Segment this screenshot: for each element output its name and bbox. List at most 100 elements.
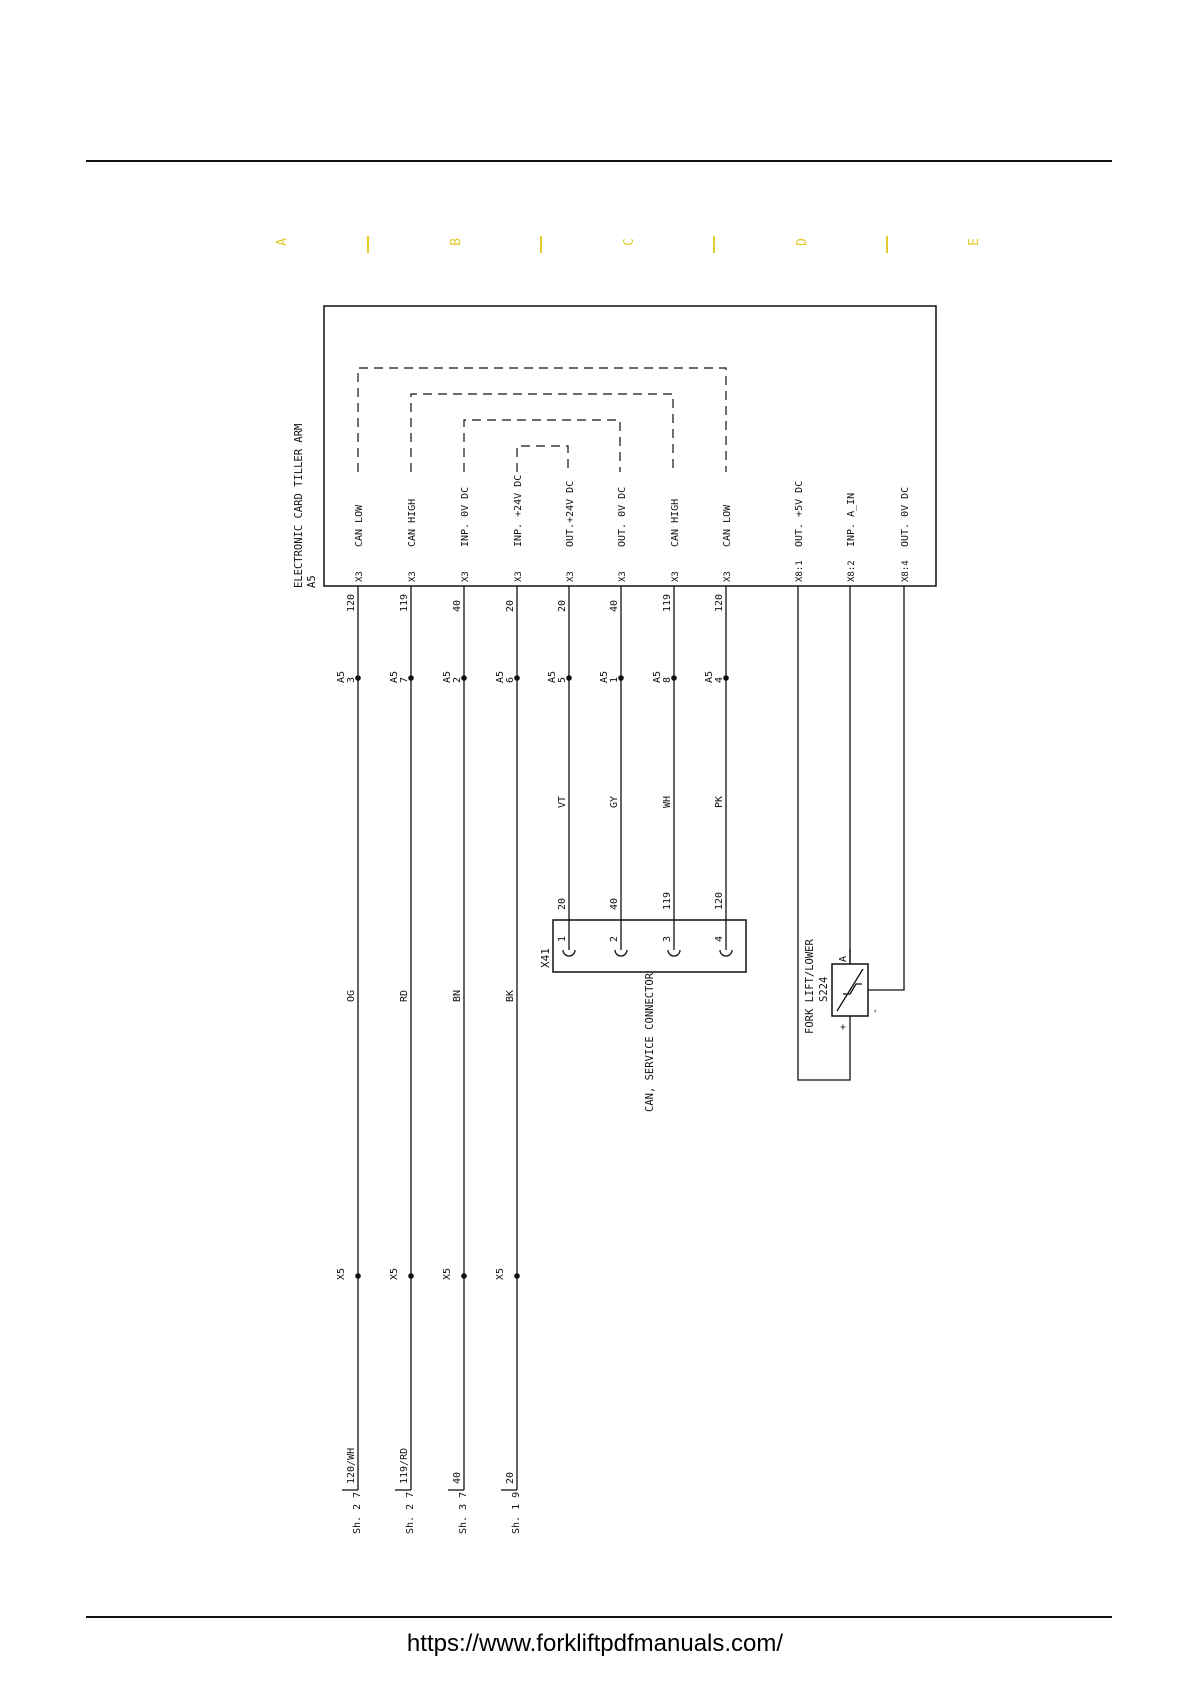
wire-number-top: 120 (346, 594, 357, 612)
pin-function-label: OUT.+24V DC (565, 481, 576, 547)
wire-color-left: BK (505, 990, 516, 1002)
service-connector: X41 CAN, SERVICE CONNECTOR 1 2 3 4 (539, 919, 747, 1112)
x5-label: X5 (336, 1268, 347, 1280)
wire-number-bottom: 119 (662, 892, 673, 910)
connector-ref: X41 (539, 948, 552, 968)
a5-pin-number: 1 (609, 677, 620, 683)
sheet-ref: Sh. 3 7 (458, 1492, 469, 1534)
x5-label: X5 (389, 1268, 400, 1280)
module-box (323, 305, 937, 587)
x8-function-label: INP. A_IN (846, 493, 857, 547)
sheet-wire-label: 119/RD (399, 1448, 410, 1484)
a5-pin-number: 3 (346, 677, 357, 683)
x3-pin-label: X3 (618, 571, 628, 582)
wire-number-top: 40 (452, 600, 463, 612)
bottom-rule (86, 1616, 1112, 1618)
a5-label: A5 (547, 671, 558, 683)
a5-pin-number: 8 (662, 677, 673, 683)
a5-label: A5 (599, 671, 610, 683)
a5-label: A5 (495, 671, 506, 683)
zone-letter-d: D (795, 238, 810, 246)
x8-pin-label: X8:2 (847, 560, 857, 582)
wire-color-right: PK (714, 796, 725, 808)
connector-contact (667, 949, 681, 957)
pin-function-label: INP. +24V DC (513, 475, 524, 547)
connector-contact (562, 949, 576, 957)
x8-function-label: OUT. +5V DC (794, 481, 805, 547)
module-title: ELECTRONIC CARD TILLER ARM (293, 424, 305, 588)
sheet-wire-label: 20 (505, 1472, 516, 1484)
sheet-wire-label: 120/WH (346, 1448, 357, 1484)
x8-function-label: OUT. 0V DC (900, 487, 911, 547)
wire-number-top: 20 (557, 600, 568, 612)
x3-pin-label: X3 (461, 571, 471, 582)
a5-label: A5 (442, 671, 453, 683)
x5-label: X5 (442, 1268, 453, 1280)
a5-pin-number: 5 (557, 677, 568, 683)
wires (342, 586, 727, 1491)
module-ref: A5 (306, 575, 318, 588)
pin-function-label: OUT. 0V DC (617, 487, 628, 547)
connector-contact (614, 949, 628, 957)
a5-pin-number: 7 (399, 677, 410, 683)
x8-pins: X8:1 OUT. +5V DC X8:2 INP. A_IN X8:4 OUT. 0V … (794, 481, 911, 964)
sensor-ref: S224 (818, 977, 830, 1002)
wire-number-bottom: 40 (609, 898, 620, 910)
a5-pin-number: 6 (505, 677, 516, 683)
twisted-pair-loops (357, 367, 727, 472)
wire-color-left: BN (452, 990, 463, 1002)
sensor-pin-plus: + (838, 1024, 849, 1030)
wire-number-top: 119 (662, 594, 673, 612)
wire-number-bottom: 20 (557, 898, 568, 910)
wire-number-top: 40 (609, 600, 620, 612)
sensor-wire-minus (868, 586, 905, 991)
connector-pins: 1 2 3 4 (557, 936, 733, 957)
x3-pin-label: X3 (566, 571, 576, 582)
wire-number-top: 20 (505, 600, 516, 612)
zone-letter-a: A (275, 238, 290, 246)
a5-label: A5 (704, 671, 715, 683)
a5-label: A5 (336, 671, 347, 683)
wire-number-bottom: 120 (714, 892, 725, 910)
connector-pin-number: 1 (557, 936, 568, 942)
sheet-wire-label: 40 (452, 1472, 463, 1484)
zone-letter-b: B (449, 238, 464, 246)
wire-number-top: 119 (399, 594, 410, 612)
connector-contact (719, 949, 733, 957)
zone-letter-e: E (967, 238, 982, 246)
sheet-ref: Sh. 2 7 (405, 1492, 416, 1534)
pin-function-label: CAN HIGH (670, 499, 681, 547)
sensor-pin-a: A (838, 956, 849, 962)
pin-function-label: CAN LOW (354, 504, 365, 547)
connector-pin-number: 4 (714, 936, 725, 942)
wire-color-left: OG (346, 990, 357, 1002)
top-rule (86, 160, 1112, 162)
zone-markers: A B C D E (275, 236, 982, 253)
a5-pin-number: 4 (714, 677, 725, 683)
wire-color-right: VT (557, 796, 568, 808)
x8-pin-label: X8:4 (901, 560, 911, 582)
connector-box (552, 919, 747, 973)
connector-name: CAN, SERVICE CONNECTOR (644, 972, 656, 1112)
x8-pin-label: X8:1 (795, 560, 805, 582)
wire-number-top: 120 (714, 594, 725, 612)
sensor-name: FORK LIFT/LOWER (804, 938, 816, 1034)
sensor-pin-minus: - (870, 1008, 881, 1014)
sensor-s224: FORK LIFT/LOWER S224 A + - (797, 586, 905, 1081)
pin-function-label: CAN LOW (722, 504, 733, 547)
sheet-ref: Sh. 1 9 (511, 1492, 522, 1534)
connector-pin-number: 2 (609, 936, 620, 942)
a5-pin-number: 2 (452, 677, 463, 683)
footer-url[interactable]: https://www.forkliftpdfmanuals.com/ (406, 1630, 784, 1657)
sensor-symbol (836, 968, 864, 1012)
x3-pin-label: X3 (671, 571, 681, 582)
x3-pin-label: X3 (723, 571, 733, 582)
sensor-wire-a (849, 949, 851, 964)
wire-color-left: RD (399, 990, 410, 1002)
connector-pin-number: 3 (662, 936, 673, 942)
a5-label: A5 (652, 671, 663, 683)
pin-function-label: CAN HIGH (407, 499, 418, 547)
x3-pin-label: X3 (355, 571, 365, 582)
